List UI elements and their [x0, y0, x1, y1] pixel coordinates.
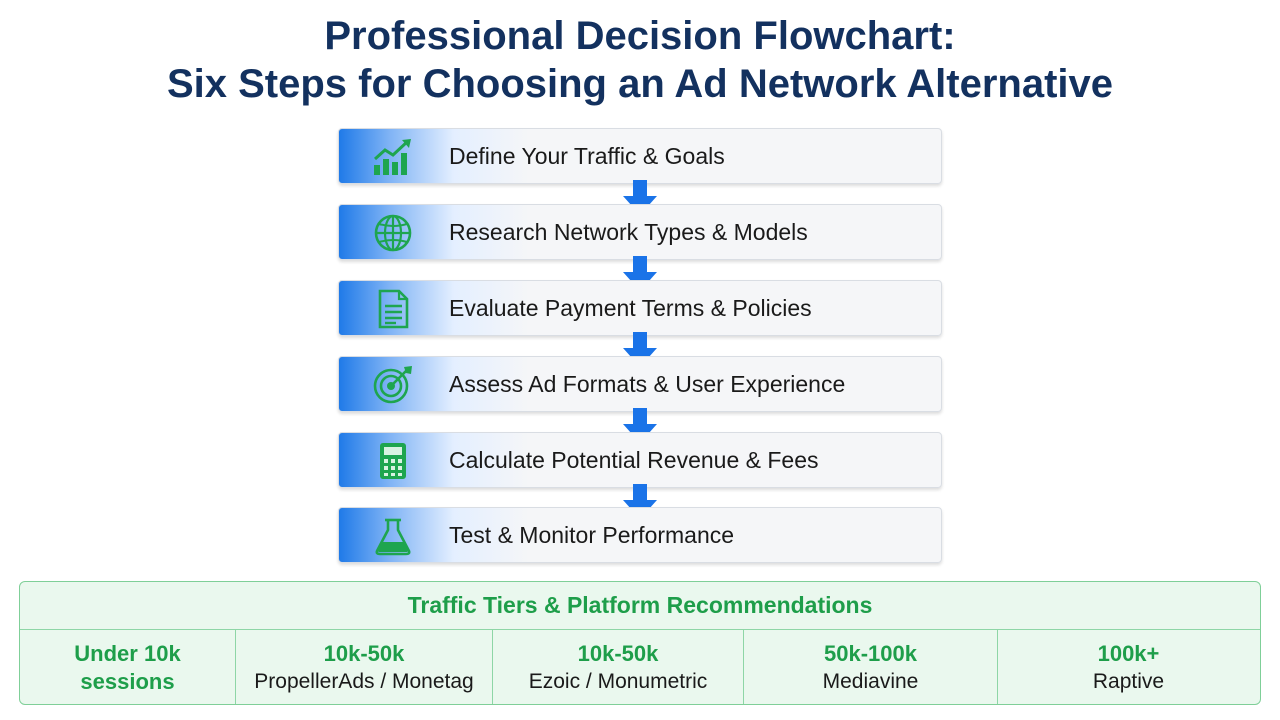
tier-range: 10k-50k [323, 640, 405, 666]
tiers-heading: Traffic Tiers & Platform Recommendations [20, 582, 1260, 630]
step-5-label: Calculate Potential Revenue & Fees [449, 447, 819, 473]
tier-range: 100k+ [1097, 640, 1160, 666]
tiers-row: Under 10k sessions 10k-50k PropellerAds … [20, 630, 1260, 704]
step-5-box: Calculate Potential Revenue & Fees [338, 432, 942, 488]
step-4-label: Assess Ad Formats & User Experience [449, 371, 846, 397]
step-2-box: Research Network Types & Models [338, 204, 942, 260]
tier-platform: Mediavine [822, 669, 919, 693]
step-3-label: Evaluate Payment Terms & Policies [449, 295, 812, 321]
tier-platform: PropellerAds / Monetag [254, 669, 474, 693]
title-line-2: Six Steps for Choosing an Ad Network Alt… [166, 62, 1114, 106]
step-2-label: Research Network Types & Models [449, 219, 808, 245]
tier-cell: 10k-50k PropellerAds / Monetag [236, 630, 493, 704]
title-line-1: Professional Decision Flowchart: [324, 14, 956, 58]
target-icon [371, 365, 415, 405]
step-6-label: Test & Monitor Performance [449, 522, 735, 548]
traffic-tiers-table: Traffic Tiers & Platform Recommendations… [19, 581, 1261, 705]
tier-platform: Ezoic / Monumetric [528, 669, 708, 693]
tier-cell: 50k-100k Mediavine [744, 630, 998, 704]
step-1-label: Define Your Traffic & Goals [449, 143, 725, 169]
tier-range: Under 10k [74, 640, 181, 666]
calculator-icon [371, 441, 415, 481]
tier-range: 50k-100k [824, 640, 917, 666]
growth-chart-icon [371, 137, 415, 177]
step-3-box: Evaluate Payment Terms & Policies [338, 280, 942, 336]
flask-icon [371, 516, 415, 556]
tier-cell: 10k-50k Ezoic / Monumetric [493, 630, 744, 704]
tier-range: 10k-50k [577, 640, 659, 666]
document-icon [371, 289, 415, 329]
step-6-box: Test & Monitor Performance [338, 507, 942, 563]
tier-cell: 100k+ Raptive [998, 630, 1259, 704]
globe-icon [371, 213, 415, 253]
tier-cell: Under 10k sessions [20, 630, 236, 704]
tier-platform: Raptive [1092, 669, 1165, 693]
tier-platform: sessions [80, 668, 175, 694]
step-4-box: Assess Ad Formats & User Experience [338, 356, 942, 412]
step-1-box: Define Your Traffic & Goals [338, 128, 942, 184]
page-title: Professional Decision Flowchart: Six Ste… [0, 12, 1280, 108]
